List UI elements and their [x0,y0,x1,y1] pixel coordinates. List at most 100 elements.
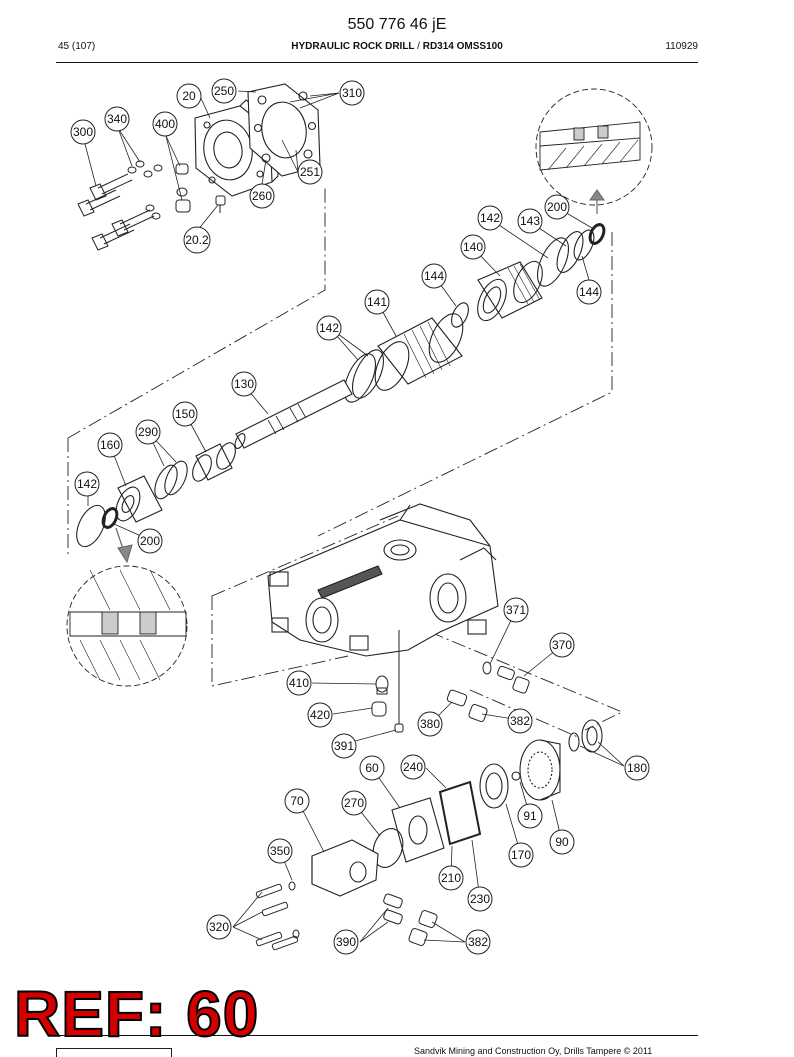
callout-label: 390 [336,935,356,949]
callout-circle [70,119,96,145]
seal-ring-270 [372,828,404,868]
callout-90: 90 [549,829,575,855]
callout-230: 230 [467,886,493,912]
title-separator: / [417,41,420,52]
callout-circle [211,78,237,104]
callout-label: 143 [520,214,540,228]
callout-200-left: 200 [137,528,163,554]
callout-label: 240 [403,760,423,774]
callout-130: 130 [231,371,257,397]
callout-circle [135,419,161,445]
callout-circle [400,754,426,780]
callout-300: 300 [70,119,96,145]
callout-circle [421,263,447,289]
fittings [371,630,530,733]
callout-350: 350 [267,838,293,864]
callout-label: 400 [155,117,175,131]
callout-label: 200 [547,200,567,214]
callout-circle [576,279,602,305]
callout-270: 270 [341,790,367,816]
document-number: 550 776 46 jE [347,16,447,33]
callout-170: 170 [508,842,534,868]
callout-circle [544,194,570,220]
callout-circle [549,829,575,855]
callout-label: 260 [252,189,272,203]
callout-circle [307,702,333,728]
callout-160: 160 [97,432,123,458]
callout-circle [316,315,342,341]
fittings-bottom [383,893,438,946]
cover-60 [391,797,445,863]
callout-91: 91 [517,803,543,829]
cylinder-141 [374,313,464,391]
callout-label: 160 [100,438,120,452]
callout-144-b: 144 [576,279,602,305]
callout-label: 90 [555,835,569,849]
callout-label: 270 [344,796,364,810]
document-date: 110929 [665,41,698,52]
detail-view-bottom [66,565,188,687]
bearing-170 [479,763,521,809]
callout-label: 150 [175,407,195,421]
callout-371: 371 [503,597,529,623]
callout-circle [624,755,650,781]
callout-label: 91 [523,809,537,823]
callout-circle [438,865,464,891]
callout-382-b: 382 [465,929,491,955]
callout-circle [364,289,390,315]
callout-circle [477,205,503,231]
rings-left [76,504,119,548]
callout-circle [517,208,543,234]
callout-label: 170 [511,848,531,862]
bolts-300 [77,160,163,251]
callout-142-top: 142 [477,205,503,231]
callout-circle [152,111,178,137]
callout-label: 371 [506,603,526,617]
page-number: 45 (107) [58,41,96,52]
callout-420: 420 [307,702,333,728]
callout-label: 382 [468,935,488,949]
callout-391: 391 [331,733,357,759]
callout-label: 180 [627,761,647,775]
callout-circle [297,159,323,185]
callout-label: 144 [579,285,599,299]
callout-circle [206,914,232,940]
callout-290: 290 [135,419,161,445]
callout-250: 250 [211,78,237,104]
document-title: HYDRAULIC ROCK DRILL / RD314 OMSS100 [0,41,794,52]
callout-144-a: 144 [421,263,447,289]
sleeves-400 [175,163,191,213]
header-rule [56,62,698,63]
callout-310: 310 [339,80,365,106]
callout-circle [137,528,163,554]
callout-150: 150 [172,401,198,427]
callout-circle [359,755,385,781]
callout-380: 380 [417,711,443,737]
callout-260: 260 [249,183,275,209]
callout-320: 320 [206,914,232,940]
callout-label: 140 [463,240,483,254]
guide-150 [192,442,236,482]
callout-circle [284,788,310,814]
footer-copyright: Sandvik Mining and Construction Oy, Dril… [414,1046,653,1056]
callout-label: 251 [300,165,320,179]
callout-142-left: 142 [74,471,100,497]
title-main: HYDRAULIC ROCK DRILL [291,41,415,52]
callout-142-mid: 142 [316,315,342,341]
callout-label: 230 [470,892,490,906]
callout-circle [74,471,100,497]
callout-circle [460,234,486,260]
callout-label: 60 [365,761,379,775]
callout-label: 320 [209,920,229,934]
callout-circle [249,183,275,209]
callout-label: 370 [552,638,572,652]
seals-290 [154,460,188,500]
callout-label: 310 [342,86,362,100]
callout-20: 20 [176,83,202,109]
callout-label: 70 [290,794,304,808]
callout-400: 400 [152,111,178,137]
assembly-boundary-lines [67,186,624,739]
callout-label: 380 [420,717,440,731]
callout-circle [503,597,529,623]
